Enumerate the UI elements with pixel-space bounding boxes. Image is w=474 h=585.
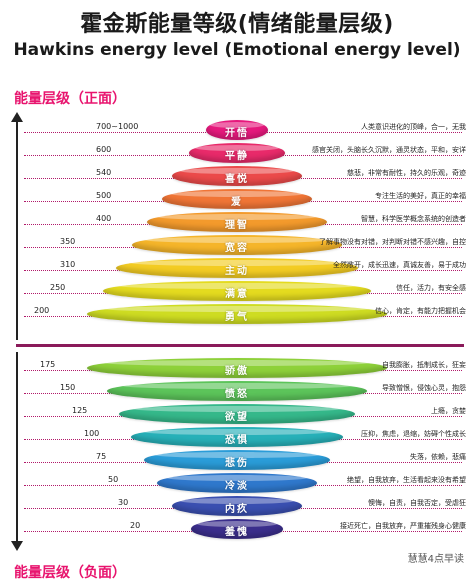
level-name: 宽容 [225,243,249,254]
level-name: 悲伤 [225,458,249,469]
watermark: 慧慧4点早读 [407,554,464,565]
level-description: 上瘾，贪婪 [431,407,466,415]
level-disk [132,235,342,255]
level-name: 恐惧 [225,435,249,446]
level-value: 350 [60,237,76,246]
title-chinese: 霍金斯能量等级(情绪能量层级) [80,12,394,37]
level-description: 压抑，焦虑，退缩，妨碍个性成长 [361,430,466,438]
level-disk [87,358,387,378]
level-value: 50 [108,475,119,484]
level-disk [119,404,355,424]
level-value: 600 [96,145,112,154]
level-name: 开悟 [225,128,249,139]
level-disk [191,519,283,539]
positive-axis-line [16,118,18,340]
level-description: 了解事物没有对错，对判断对错不感兴趣，自控 [319,238,466,246]
level-description: 慈悲，非常有耐性，持久的乐观，奇迹 [347,169,466,177]
level-name: 主动 [225,266,249,277]
level-description: 懊悔，自责，自我否定，受虐狂 [368,499,466,507]
level-description: 失落，依赖，悲痛 [410,453,466,461]
level-row: 310 主动 全然敞开，成长迅速，真诚友善，易于成功 [0,254,474,278]
title-english: Hawkins energy level (Emotional energy l… [13,40,461,60]
level-row: 540 喜悦 慈悲，非常有耐性，持久的乐观，奇迹 [0,162,474,186]
level-row: 20 羞愧 接近死亡，自我放弃，严重摧残身心健康 [0,515,474,539]
level-row: 175 骄傲 自我膨胀，抵制成长，狂妄 [0,354,474,378]
level-description: 专注生活的美好，真正的幸福 [375,192,466,200]
level-name: 平静 [225,151,249,162]
level-name: 欲望 [225,412,249,423]
level-value: 540 [96,168,112,177]
level-disk [206,120,268,140]
level-disk [103,281,371,301]
level-name: 满意 [225,289,249,300]
level-value: 30 [118,498,129,507]
level-row: 75 悲伤 失落，依赖，悲痛 [0,446,474,470]
level-name: 爱 [231,197,243,208]
level-row: 600 平静 感官关闭，头脑长久沉默，通灵状态，平和，安详 [0,139,474,163]
level-disk [116,258,358,278]
level-value: 75 [96,452,107,461]
level-description: 全然敞开，成长迅速，真诚友善，易于成功 [333,261,466,269]
level-disk [107,381,367,401]
level-name: 勇气 [225,312,249,323]
level-description: 人类意识进化的顶峰，合一，无我 [361,123,466,131]
negative-levels-label: 能量层级（负面） [14,565,126,581]
level-disk [172,166,302,186]
positive-negative-divider [16,344,464,347]
negative-axis-line [16,352,18,544]
level-description: 导致憎恨，侵蚀心灵，抱怨 [382,384,466,392]
level-disk [144,450,330,470]
level-row: 30 内疚 懊悔，自责，自我否定，受虐狂 [0,492,474,516]
level-name: 骄傲 [225,366,249,377]
level-value: 700~1000 [96,122,139,131]
level-row: 400 理智 智慧，科学医学概念系统的创造者 [0,208,474,232]
level-name: 羞愧 [225,527,249,538]
level-row: 500 爱 专注生活的美好，真正的幸福 [0,185,474,209]
level-value: 150 [60,383,76,392]
level-value: 20 [130,521,141,530]
level-name: 喜悦 [225,174,249,185]
up-arrow-icon [11,112,23,122]
level-disk [162,189,312,209]
level-description: 绝望，自我放弃，生活看起来没有希望 [347,476,466,484]
level-description: 感官关闭，头脑长久沉默，通灵状态，平和，安详 [312,146,466,154]
level-value: 100 [84,429,100,438]
level-disk [172,496,302,516]
level-row: 100 恐惧 压抑，焦虑，退缩，妨碍个性成长 [0,423,474,447]
level-disk [189,143,285,163]
level-disk [157,473,317,493]
level-name: 理智 [225,220,249,231]
level-description: 自我膨胀，抵制成长，狂妄 [382,361,466,369]
level-row: 50 冷淡 绝望，自我放弃，生活看起来没有希望 [0,469,474,493]
level-row: 125 欲望 上瘾，贪婪 [0,400,474,424]
level-value: 175 [40,360,56,369]
level-value: 400 [96,214,112,223]
level-row: 350 宽容 了解事物没有对错，对判断对错不感兴趣，自控 [0,231,474,255]
level-value: 200 [34,306,50,315]
level-name: 冷淡 [225,481,249,492]
level-row: 200 勇气 信心，肯定，有能力把握机会 [0,300,474,324]
level-value: 250 [50,283,66,292]
level-description: 智慧，科学医学概念系统的创造者 [361,215,466,223]
level-description: 接近死亡，自我放弃，严重摧残身心健康 [340,522,466,530]
level-value: 500 [96,191,112,200]
level-disk [147,212,327,232]
level-row: 250 满意 信任，活力，有安全感 [0,277,474,301]
level-name: 内疚 [225,504,249,515]
positive-levels-label: 能量层级（正面） [14,91,126,107]
level-description: 信心，肯定，有能力把握机会 [375,307,466,315]
level-row: 150 愤怒 导致憎恨，侵蚀心灵，抱怨 [0,377,474,401]
level-description: 信任，活力，有安全感 [396,284,466,292]
level-name: 愤怒 [225,389,249,400]
level-value: 125 [72,406,88,415]
level-value: 310 [60,260,76,269]
down-arrow-icon [11,541,23,551]
level-row: 700~1000 开悟 人类意识进化的顶峰，合一，无我 [0,116,474,140]
level-disk [131,427,343,447]
level-disk [87,304,387,324]
